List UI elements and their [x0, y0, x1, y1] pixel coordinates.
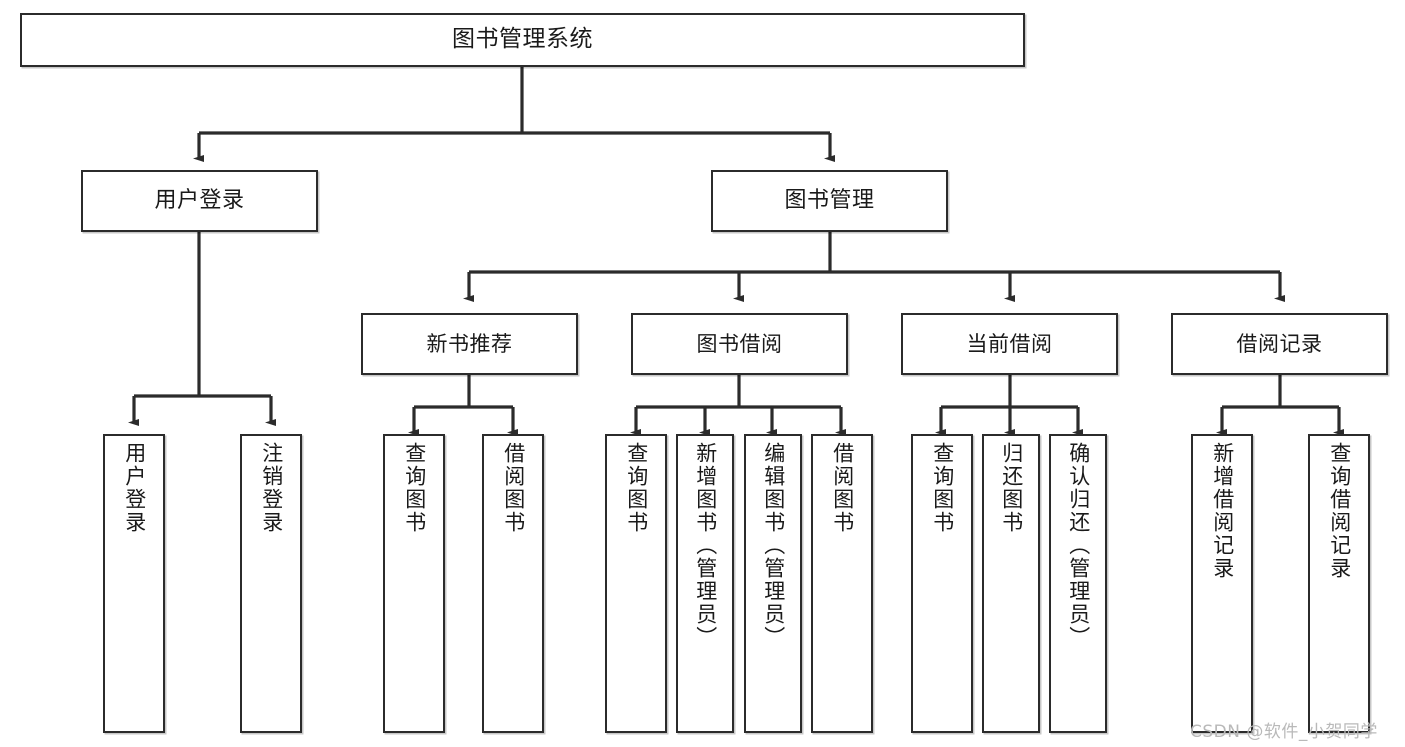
node-label: 用户登录	[154, 188, 245, 214]
node-book-management[interactable]: 图书管理	[711, 170, 948, 232]
leaf-borrow-edit-book-admin[interactable]: 编辑图书（管理员）	[744, 434, 802, 733]
node-label: 查询图书	[402, 442, 427, 534]
node-borrow-record[interactable]: 借阅记录	[1171, 313, 1388, 375]
node-label: 图书管理系统	[452, 26, 593, 53]
node-label: 借阅图书	[830, 442, 855, 534]
leaf-recommend-query-book[interactable]: 查询图书	[383, 434, 445, 733]
node-label: 借阅图书	[501, 442, 526, 534]
leaf-user-login-signout[interactable]: 注销登录	[240, 434, 302, 733]
leaf-current-return-book[interactable]: 归还图书	[982, 434, 1040, 733]
node-label: 用户登录	[122, 442, 147, 534]
node-label: 图书管理	[784, 188, 875, 214]
node-label: 查询图书	[930, 442, 955, 534]
node-label: 确认归还（管理员）	[1066, 442, 1091, 649]
node-label: 编辑图书（管理员）	[761, 442, 786, 649]
leaf-borrow-query-book[interactable]: 查询图书	[605, 434, 667, 733]
node-book-borrow[interactable]: 图书借阅	[631, 313, 848, 375]
node-label: 当前借阅	[966, 331, 1053, 356]
node-label: 新增借阅记录	[1210, 442, 1235, 580]
node-label: 归还图书	[999, 442, 1024, 534]
node-label: 图书借阅	[696, 331, 783, 356]
node-user-login[interactable]: 用户登录	[81, 170, 318, 232]
leaf-borrow-borrow-book[interactable]: 借阅图书	[811, 434, 873, 733]
node-label: 新增图书（管理员）	[693, 442, 718, 649]
leaf-user-login-signin[interactable]: 用户登录	[103, 434, 165, 733]
leaf-current-confirm-return-admin[interactable]: 确认归还（管理员）	[1049, 434, 1107, 733]
node-label: 注销登录	[259, 442, 284, 534]
node-label: 新书推荐	[426, 331, 513, 356]
node-label: 查询图书	[624, 442, 649, 534]
leaf-record-add-record[interactable]: 新增借阅记录	[1191, 434, 1253, 733]
leaf-borrow-add-book-admin[interactable]: 新增图书（管理员）	[676, 434, 734, 733]
leaf-record-query-record[interactable]: 查询借阅记录	[1308, 434, 1370, 733]
node-label: 查询借阅记录	[1327, 442, 1352, 580]
leaf-recommend-borrow-book[interactable]: 借阅图书	[482, 434, 544, 733]
leaf-current-query-book[interactable]: 查询图书	[911, 434, 973, 733]
node-root-system[interactable]: 图书管理系统	[20, 13, 1025, 67]
node-label: 借阅记录	[1236, 331, 1323, 356]
csdn-watermark: CSDN @软件_小贺同学	[1190, 722, 1378, 742]
node-new-book-recommend[interactable]: 新书推荐	[361, 313, 578, 375]
node-current-borrow[interactable]: 当前借阅	[901, 313, 1118, 375]
